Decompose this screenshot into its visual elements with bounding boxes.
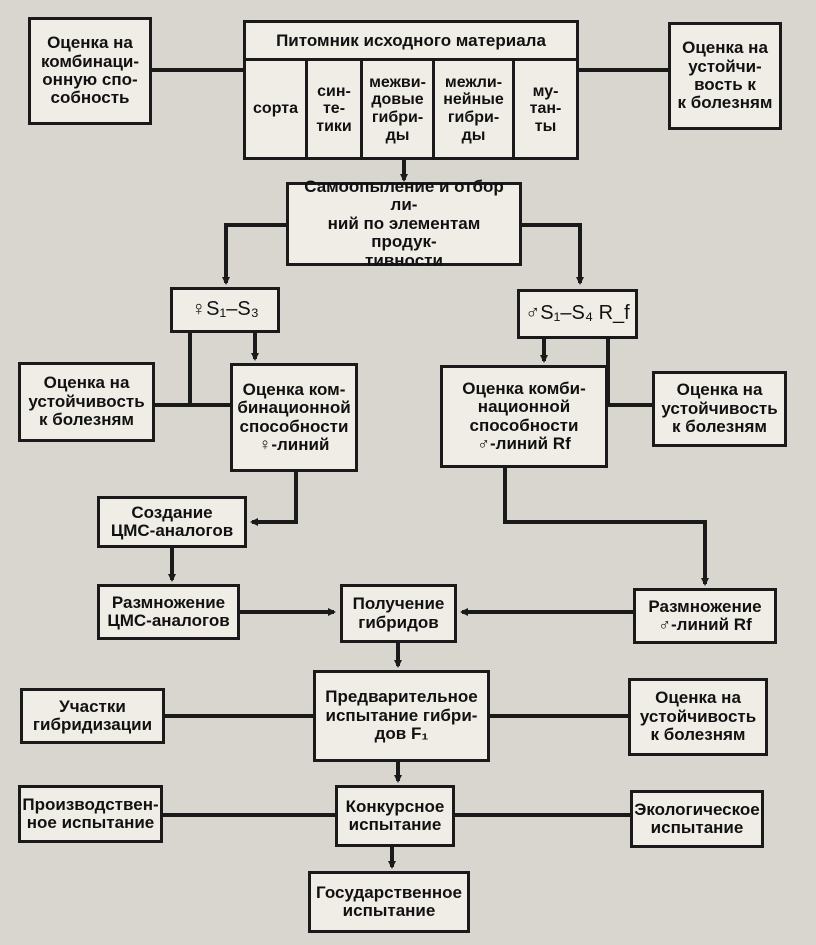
eval-resistance-right-box: Оценка на устойчивость к болезням <box>652 371 787 447</box>
arrow-selfing-female <box>222 223 286 285</box>
selfing-selection-box: Самоопыление и отбор ли- ний по элемента… <box>286 177 522 269</box>
nursery-cell-mutants: му- тан- ты <box>529 82 562 135</box>
eval-combining-female-box: Оценка ком- бинационной способности ♀-ли… <box>230 363 358 472</box>
hybridization-plots-box: Участки гибридизации <box>20 688 165 744</box>
state-test-box: Государственное испытание <box>308 871 470 933</box>
eval-combining-top-box: Оценка на комбинаци- онную спо- собность <box>28 17 152 125</box>
competitive-test-box: Конкурсное испытание <box>335 785 455 847</box>
production-test-box: Производствен- ное испытание <box>18 785 163 843</box>
eval-resistance-left-box: Оценка на устойчивость к болезням <box>18 362 155 442</box>
eval-resistance-top-box: Оценка на устойчи- вость к к болезням <box>668 22 782 130</box>
get-hybrids-box: Получение гибридов <box>340 584 457 643</box>
nursery-cell-varieties: сорта <box>246 61 308 157</box>
nursery-title: Питомник исходного материала <box>246 23 576 61</box>
nursery-box: Питомник исходного материала сорта син- … <box>243 20 579 160</box>
nursery-cell-interspecific: межви- довые гибри- ды <box>363 61 435 157</box>
ecological-test-box: Экологическое испытание <box>630 790 764 848</box>
male-lines-box: ♂S₁–S₄ R_f <box>517 289 638 339</box>
multiply-cms-box: Размножение ЦМС-аналогов <box>97 584 240 640</box>
preliminary-test-box: Предварительное испытание гибри- дов F₁ <box>313 670 490 762</box>
female-lines-box: ♀S₁–S₃ <box>170 287 280 333</box>
eval-resistance-bottom-box: Оценка на устойчивость к болезням <box>628 678 768 756</box>
nursery-cell-interline: межли- нейные гибри- ды <box>435 61 515 157</box>
arrow-eval-create-cms <box>250 472 298 526</box>
eval-combining-male-box: Оценка комби- национной способности ♂-ли… <box>440 365 608 468</box>
multiply-male-box: Размножение ♂-линий Rf <box>633 588 777 644</box>
connector-male-resistance <box>606 339 652 407</box>
arrow-male-eval-multiply <box>503 468 709 586</box>
nursery-cell-synthetics: син- те- тики <box>308 61 363 157</box>
arrow-selfing-male <box>522 223 584 285</box>
connector-female-resistance <box>188 333 230 407</box>
create-cms-box: Создание ЦМС-аналогов <box>97 496 247 548</box>
